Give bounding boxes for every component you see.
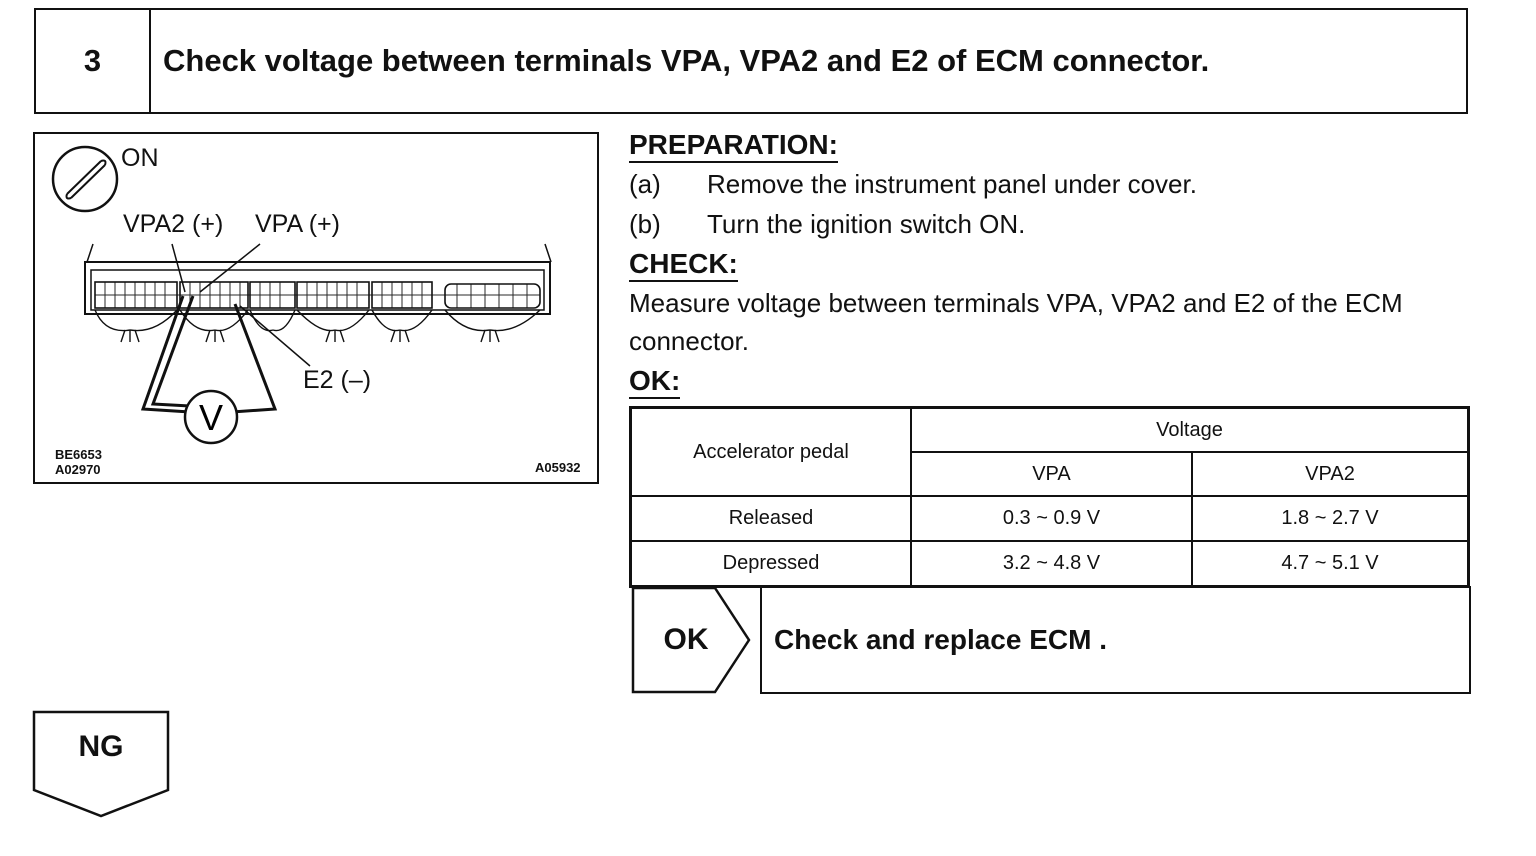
- step-letter: (a): [629, 169, 661, 199]
- step-title: Check voltage between terminals VPA, VPA…: [163, 43, 1210, 78]
- figure-code-3: A05932: [535, 460, 581, 475]
- pedal-cell: Depressed: [629, 540, 912, 588]
- ok-result-box: OK: [631, 586, 753, 694]
- col-header-voltage: Voltage: [910, 406, 1470, 453]
- step-number: 3: [36, 10, 151, 112]
- ok-action-text: Check and replace ECM .: [760, 586, 1471, 694]
- ecm-connector-drawing: V: [51, 145, 552, 445]
- preparation-heading: PREPARATION:: [629, 130, 838, 163]
- ecm-connector: [84, 243, 552, 343]
- table-row: Depressed 3.2 ~ 4.8 V 4.7 ~ 5.1 V: [629, 540, 1470, 588]
- ng-arrow-shape: [32, 710, 170, 818]
- col-header-vpa2: VPA2: [1191, 451, 1470, 497]
- check-text: Measure voltage between terminals VPA, V…: [629, 288, 1403, 356]
- pedal-cell: Released: [629, 495, 912, 542]
- preparation-step-a: (a) Remove the instrument panel under cov…: [629, 169, 1197, 200]
- e2-terminal-label: E2 (–): [303, 366, 372, 394]
- voltage-spec-table: Accelerator pedal Voltage VPA VPA2 Relea…: [629, 406, 1470, 588]
- vpa2-cell: 1.8 ~ 2.7 V: [1191, 495, 1470, 542]
- vpa2-terminal-label: VPA2 (+): [123, 210, 224, 238]
- check-heading: CHECK:: [629, 249, 738, 282]
- preparation-step-b: (b) Turn the ignition switch ON.: [629, 209, 1025, 240]
- ignition-key-icon: [51, 145, 119, 213]
- vpa2-cell: 4.7 ~ 5.1 V: [1191, 540, 1470, 588]
- step-text: Turn the ignition switch ON.: [707, 209, 1026, 239]
- ok-arrow-shape: [631, 586, 751, 694]
- figure-code-1: BE6653: [55, 447, 102, 462]
- vpa-cell: 0.3 ~ 0.9 V: [910, 495, 1193, 542]
- ignition-on-label: ON: [121, 144, 159, 172]
- ng-label: NG: [78, 730, 124, 763]
- col-header-pedal: Accelerator pedal: [629, 406, 912, 497]
- figure-code-2: A02970: [55, 462, 101, 477]
- voltmeter-icon: V: [183, 389, 239, 445]
- ok-label: OK: [663, 623, 709, 656]
- step-letter: (b): [629, 209, 661, 239]
- voltmeter-symbol: V: [199, 397, 223, 438]
- table-row: Released 0.3 ~ 0.9 V 1.8 ~ 2.7 V: [629, 495, 1470, 542]
- ng-result-box: NG: [32, 710, 172, 820]
- step-text: Remove the instrument panel under cover.: [707, 169, 1197, 199]
- connector-illustration: V ON VPA2 (+) VPA (+) E2 (–) BE6653 A029…: [33, 132, 599, 484]
- vpa-cell: 3.2 ~ 4.8 V: [910, 540, 1193, 588]
- col-header-vpa: VPA: [910, 451, 1193, 497]
- ok-heading: OK:: [629, 366, 681, 399]
- step-header: 3 Check voltage between terminals VPA, V…: [34, 8, 1468, 114]
- vpa-terminal-label: VPA (+): [255, 210, 340, 238]
- probe-leads: [140, 243, 311, 414]
